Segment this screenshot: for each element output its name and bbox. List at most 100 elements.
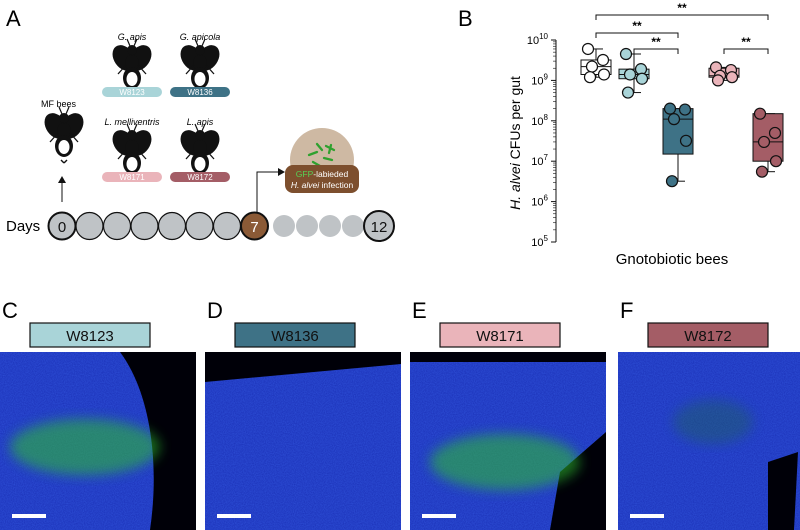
days-label: Days <box>6 218 40 235</box>
significance-bracket: ** <box>633 35 679 54</box>
strain-label: W8136 <box>271 328 319 345</box>
y-tick-label: 109 <box>531 72 548 87</box>
strain-label: W8123 <box>66 328 114 345</box>
infection-arrow <box>256 171 282 212</box>
dark-region <box>205 352 401 382</box>
significance-label: ** <box>651 35 661 49</box>
scale-bar <box>630 514 664 518</box>
data-point <box>665 175 679 188</box>
dark-region <box>768 452 798 530</box>
scale-bar <box>422 514 456 518</box>
strain-pill <box>170 172 230 182</box>
panel-b: B H. alvei CFUs per gut Gnotobiotic bees… <box>458 1 784 268</box>
bracket-line <box>595 14 769 20</box>
timeline-day-circle <box>130 211 159 241</box>
bee-species-label: G. apicola <box>180 32 221 42</box>
strain-pill-label: W8172 <box>187 173 213 182</box>
timeline-post-circle <box>273 215 295 237</box>
panel-letter: F <box>620 298 633 323</box>
gfp-signal <box>673 400 753 444</box>
strain-label-box <box>234 322 356 348</box>
data-point <box>596 53 610 67</box>
data-point <box>663 102 677 115</box>
day-infection-label: 7 <box>250 219 258 236</box>
significance-bracket: ** <box>595 19 679 38</box>
box-W8123 <box>618 47 650 99</box>
dark-region <box>410 352 606 362</box>
panel-letter: D <box>207 298 223 323</box>
strain-pill-label: W8123 <box>119 88 145 97</box>
panel-letter: C <box>2 298 18 323</box>
scale-bar <box>217 514 251 518</box>
y-tick-label: 106 <box>531 194 548 209</box>
y-tick-label: 1010 <box>527 32 549 47</box>
data-point <box>711 74 725 87</box>
panel-f: F W8172 <box>618 298 800 530</box>
panel-letter: E <box>412 298 427 323</box>
day-start-label: 0 <box>58 219 66 236</box>
dark-region <box>550 432 606 530</box>
significance-bracket: ** <box>595 1 769 20</box>
bee-icon <box>175 38 225 96</box>
data-point <box>753 107 767 120</box>
strain-pill <box>170 87 230 97</box>
micrograph-panels: C W8123 D W8136 E W8171 F W8172 <box>0 298 800 530</box>
data-point <box>679 134 693 147</box>
timeline-day-circle <box>240 211 269 241</box>
bee-icon <box>175 123 225 181</box>
strain-pill-label: W8136 <box>187 88 213 97</box>
panel-letter-b: B <box>458 6 473 31</box>
box-W8136 <box>662 102 694 188</box>
infection-icon: GFP-labieded H. alvei infection <box>285 128 359 193</box>
panel-letter-a: A <box>6 6 21 31</box>
strain-pill <box>102 172 162 182</box>
data-point <box>597 68 611 81</box>
bracket-line <box>633 48 679 54</box>
bee-icon <box>107 38 157 96</box>
strain-label-box <box>647 322 769 348</box>
data-point <box>581 42 595 56</box>
bee-species-label: G. apis <box>118 32 147 42</box>
timeline-post-circle <box>296 215 318 237</box>
scale-bar <box>12 514 46 518</box>
data-point <box>619 47 633 61</box>
bee-species-label: L. melliventris <box>104 117 160 127</box>
infection-line1: GFP-labieded <box>296 169 349 179</box>
bee-species-label: L. apis <box>187 117 214 127</box>
y-tick-label: 108 <box>531 113 548 128</box>
data-point <box>621 86 635 99</box>
y-tick-label: 107 <box>531 153 548 168</box>
mf-arrowhead <box>58 176 66 183</box>
data-point <box>755 165 769 178</box>
box-MF <box>580 42 612 84</box>
significance-label: ** <box>741 35 751 49</box>
bracket-line <box>723 48 769 54</box>
gfp-signal <box>430 434 580 490</box>
significance-bracket: ** <box>723 35 769 54</box>
timeline-post-circle <box>342 215 364 237</box>
timeline-end-circle <box>363 210 395 242</box>
day-end-label: 12 <box>371 219 388 236</box>
y-axis-label: H. alvei CFUs per gut <box>507 76 523 210</box>
strain-label: W8172 <box>684 328 732 345</box>
strain-label: W8171 <box>476 328 524 345</box>
bracket-line <box>595 32 679 38</box>
panel-e: E W8171 <box>410 298 606 530</box>
strain-label-box <box>29 322 151 348</box>
significance-label: ** <box>632 19 642 33</box>
timeline: 0 7 12 <box>47 210 395 242</box>
timeline-day-circle <box>157 211 187 241</box>
data-point <box>725 71 739 84</box>
panel-c: C W8123 <box>0 298 196 530</box>
strain-pill <box>102 87 162 97</box>
timeline-day-circle <box>102 211 132 241</box>
data-point <box>635 72 649 85</box>
panel-d: D W8136 <box>205 298 401 530</box>
mf-bee-icon <box>39 106 89 164</box>
timeline-day-circle <box>212 211 242 241</box>
data-point <box>678 103 692 116</box>
